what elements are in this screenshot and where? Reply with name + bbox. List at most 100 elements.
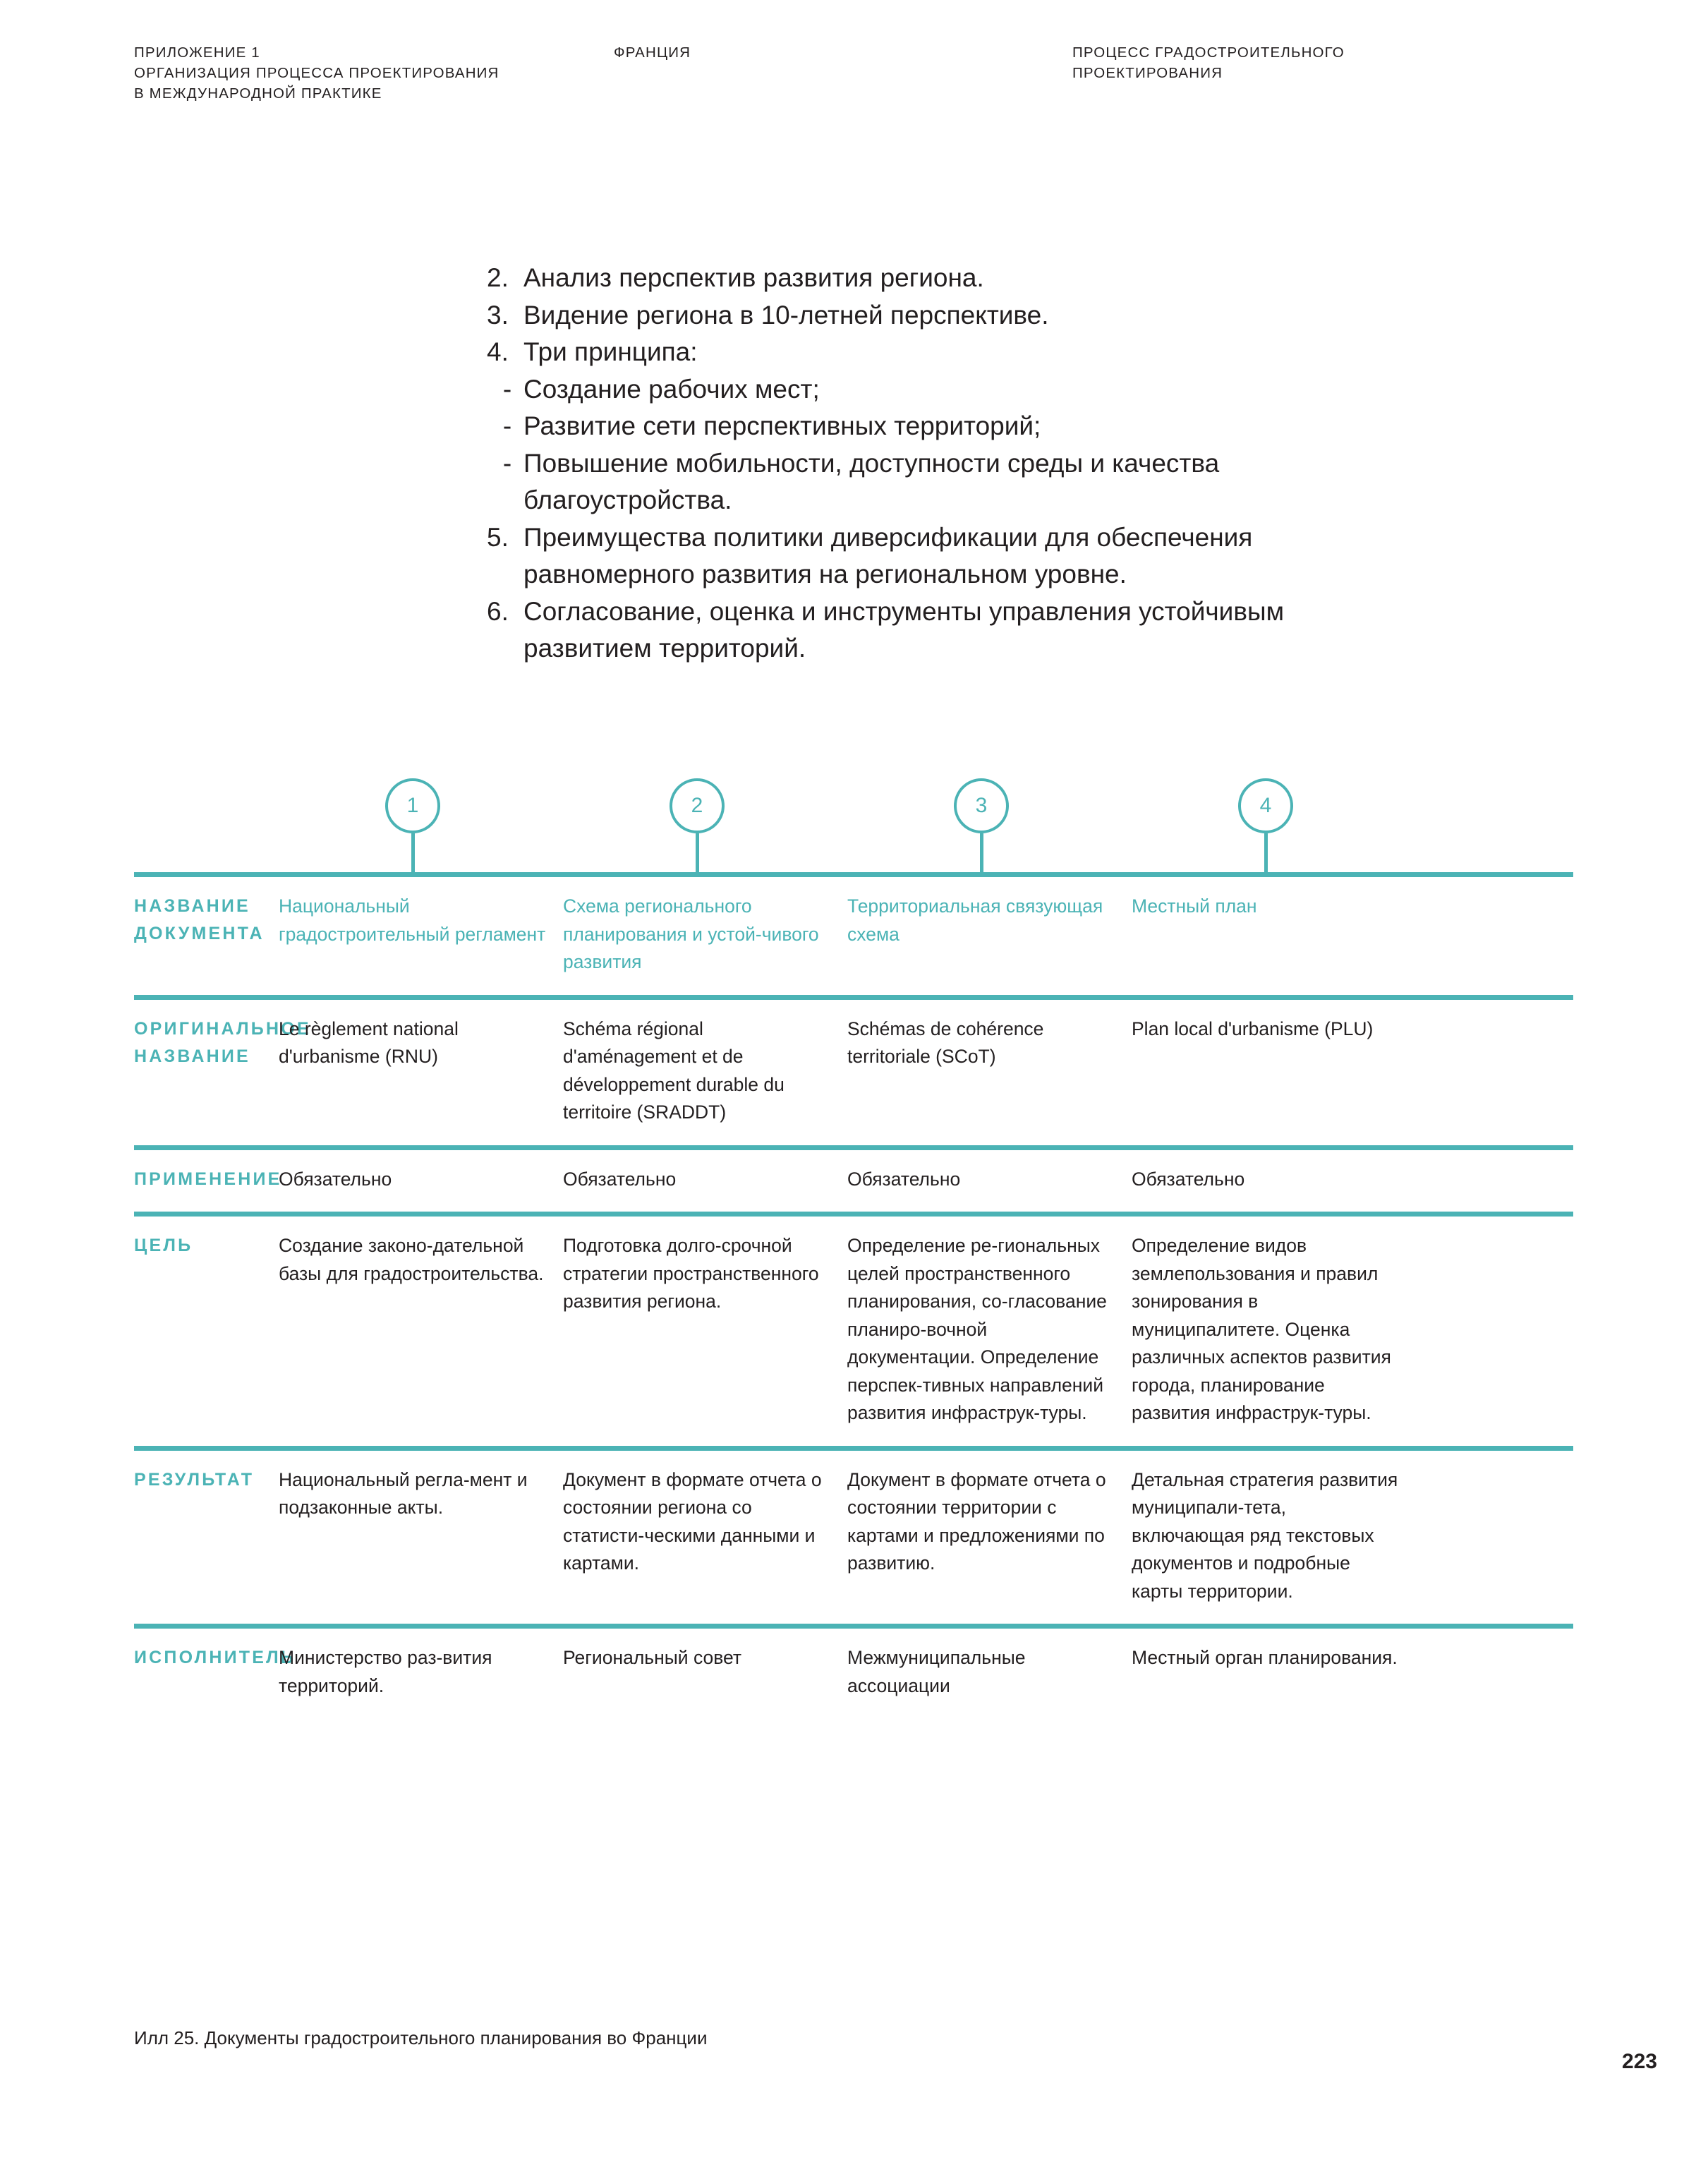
list-item-marker: - xyxy=(502,374,512,404)
table-cell: Региональный совет xyxy=(563,1644,847,1672)
table-row-label: РЕЗУЛЬТАТ xyxy=(134,1466,279,1494)
list-item: -Развитие сети перспективных территорий; xyxy=(487,408,1418,445)
table-cell-text: Обязательно xyxy=(847,1168,961,1190)
table-cell: Определение видов землепользования и пра… xyxy=(1132,1232,1416,1427)
table-cell-text: Местный план xyxy=(1132,895,1257,917)
table-cell-text: Обязательно xyxy=(563,1168,677,1190)
table-cell: Местный план xyxy=(1132,893,1416,921)
callout-stem xyxy=(411,833,415,874)
table-cell: Schémas de cohérence territoriale (SCoT) xyxy=(847,1015,1132,1071)
running-head-middle: ФРАНЦИЯ xyxy=(614,42,691,63)
table-rule xyxy=(134,1624,1573,1629)
callout-stem xyxy=(1264,833,1268,874)
list-item: -Создание рабочих мест; xyxy=(487,371,1418,409)
list-item-text: Развитие сети перспективных территорий; xyxy=(523,411,1041,440)
callout-number: 4 xyxy=(1259,794,1272,817)
table-cell-text: Министерство раз-вития территорий. xyxy=(279,1647,492,1696)
table-cell-text: Национальный градостроительный регламент xyxy=(279,895,546,945)
list-item-text: Анализ перспектив развития региона. xyxy=(523,263,984,292)
list-item: 6. Согласование, оценка и инструменты упр… xyxy=(487,593,1418,668)
running-head-left-line-1: ПРИЛОЖЕНИЕ 1 xyxy=(134,44,260,61)
table-row-label-text: ЦЕЛЬ xyxy=(134,1236,193,1255)
callout-number: 1 xyxy=(406,794,419,817)
list-item-text: Преимущества политики диверсификации для… xyxy=(523,522,1253,589)
table-cell: Местный орган планирования. xyxy=(1132,1644,1416,1672)
table-cell-text: Детальная стратегия развития муниципали-… xyxy=(1132,1468,1398,1602)
table-row-label-text: НАЗВАНИЕ ДОКУМЕНТА xyxy=(134,896,265,943)
table-cell-text: Территориальная связующая схема xyxy=(847,895,1103,945)
table-row-label-text: ОРИГИНАЛЬНОЕ НАЗВАНИЕ xyxy=(134,1018,311,1066)
table-rule xyxy=(134,1212,1573,1217)
table-cell: Документ в формате отчета о состоянии те… xyxy=(847,1466,1132,1578)
table-cell-text: Подготовка долго-срочной стратегии прост… xyxy=(563,1235,819,1312)
table-cell-text: Схема регионального планирования и устой… xyxy=(563,895,819,972)
callout-stem xyxy=(695,833,699,874)
callout-marker-4: 4 xyxy=(1238,778,1293,874)
callout-marker-2: 2 xyxy=(670,778,725,874)
table-cell-text: Межмуниципальные ассоциации xyxy=(847,1647,1026,1696)
list-item-text: Повышение мобильности, доступности среды… xyxy=(523,448,1220,515)
table-cell-text: Определение ре-гиональных целей простран… xyxy=(847,1235,1107,1423)
table-row-label: НАЗВАНИЕ ДОКУМЕНТА xyxy=(134,893,279,948)
table-rule xyxy=(134,994,1573,1000)
table-cell-text: Региональный совет xyxy=(563,1647,742,1668)
table-row-label-text: РЕЗУЛЬТАТ xyxy=(134,1469,255,1490)
table-row-label: ОРИГИНАЛЬНОЕ НАЗВАНИЕ xyxy=(134,1015,311,1070)
table-cell: Обязательно xyxy=(847,1166,1132,1194)
table-cell: Le règlement national d'urbanisme (RNU) xyxy=(279,1015,563,1071)
callout-circle: 1 xyxy=(385,778,440,833)
list-item-marker: - xyxy=(502,448,512,478)
table-cell: Схема регионального планирования и устой… xyxy=(563,893,847,977)
table-row-label-text: ПРИМЕНЕНИЕ xyxy=(134,1169,282,1189)
table-cell-text: Schéma régional d'aménagement et de déve… xyxy=(563,1018,785,1123)
callout-circle: 2 xyxy=(670,778,725,833)
table-rule xyxy=(134,1145,1573,1150)
figure-caption: Илл 25. Документы градостроительного пла… xyxy=(134,2027,708,2048)
list-item-marker: 5. xyxy=(487,522,509,552)
table-cell-text: Schémas de cohérence territoriale (SCoT) xyxy=(847,1018,1044,1068)
table-cell: Министерство раз-вития территорий. xyxy=(279,1644,563,1700)
table-cell: Подготовка долго-срочной стратегии прост… xyxy=(563,1232,847,1316)
page-number: 223 xyxy=(1621,2050,1657,2073)
running-head: ПРИЛОЖЕНИЕ 1 ОРГАНИЗАЦИЯ ПРОЦЕССА ПРОЕКТ… xyxy=(134,42,1574,120)
table-cell: Определение ре-гиональных целей простран… xyxy=(847,1232,1132,1427)
list-item-text: Видение региона в 10-летней перспективе. xyxy=(523,300,1049,330)
table-cell: Обязательно xyxy=(279,1166,563,1194)
list-item: 4.Три принципа: xyxy=(487,334,1418,371)
table-row: ЦЕЛЬ Создание законо-дательной базы для г… xyxy=(134,1217,1573,1446)
table-cell: Создание законо-дательной базы для градо… xyxy=(279,1232,563,1288)
table-cell-text: Национальный регла-мент и подзаконные ак… xyxy=(279,1468,528,1519)
table-cell-text: Plan local d'urbanisme (PLU) xyxy=(1132,1018,1374,1039)
table-rule xyxy=(134,1445,1573,1451)
running-head-right: ПРОЦЕСС ГРАДОСТРОИТЕЛЬНОГО ПРОЕКТИРОВАНИ… xyxy=(1072,42,1345,83)
callout-circle: 4 xyxy=(1238,778,1293,833)
list-item-marker: - xyxy=(502,411,512,440)
table-cell: Национальный градостроительный регламент xyxy=(279,893,563,948)
table-cell: Обязательно xyxy=(1132,1166,1416,1194)
table-row: РЕЗУЛЬТАТ Национальный регла-мент и подза… xyxy=(134,1451,1573,1624)
table-rule xyxy=(134,872,1573,877)
list-item: 2.Анализ перспектив развития региона. xyxy=(487,260,1418,297)
running-head-right-line-2: ПРОЕКТИРОВАНИЯ xyxy=(1072,65,1223,81)
running-head-right-line-1: ПРОЦЕСС ГРАДОСТРОИТЕЛЬНОГО xyxy=(1072,44,1345,61)
list-item-text: Согласование, оценка и инструменты управ… xyxy=(523,596,1285,663)
table-row-label: ЦЕЛЬ xyxy=(134,1232,279,1260)
table-cell: Plan local d'urbanisme (PLU) xyxy=(1132,1015,1416,1044)
table-cell: Schéma régional d'aménagement et de déve… xyxy=(563,1015,847,1127)
list-item: -Повышение мобильности, доступности сред… xyxy=(487,445,1418,519)
documents-table: НАЗВАНИЕ ДОКУМЕНТА Национальный градостро… xyxy=(134,872,1573,1718)
table-cell: Территориальная связующая схема xyxy=(847,893,1132,948)
running-head-country: ФРАНЦИЯ xyxy=(614,44,691,61)
table-cell: Национальный регла-мент и подзаконные ак… xyxy=(279,1466,563,1522)
table-row-label: ПРИМЕНЕНИЕ xyxy=(134,1166,279,1193)
callout-stem xyxy=(979,833,983,874)
callout-marker-1: 1 xyxy=(385,778,440,874)
list-item-marker: 6. xyxy=(487,596,509,626)
table-cell-text: Создание законо-дательной базы для градо… xyxy=(279,1235,544,1284)
numbered-list: 2.Анализ перспектив развития региона.3.В… xyxy=(487,260,1418,668)
list-item-text: Создание рабочих мест; xyxy=(523,374,820,404)
